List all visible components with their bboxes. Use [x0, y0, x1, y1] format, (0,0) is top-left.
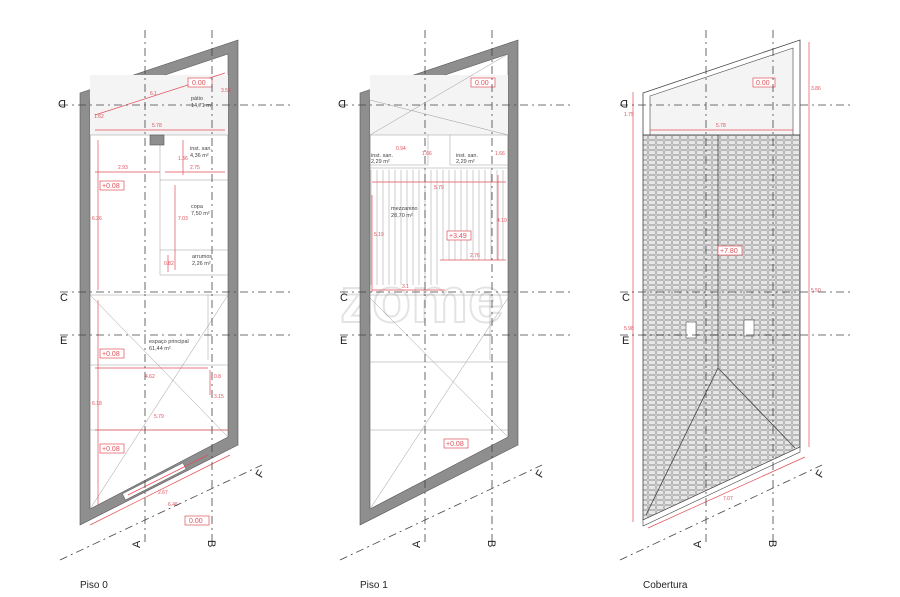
grid-labels: D C E A B F D C E A B F D C E A B F: [58, 97, 828, 548]
label-grid-labels-B: B: [766, 540, 778, 547]
label-piso0-dims-10: 4.62: [145, 374, 155, 380]
label-piso0-dims-4: 2.93: [118, 165, 128, 171]
label-piso0-rooms-arrumos-area: 2,26 m²: [192, 261, 211, 267]
room-labels: pátio 14,71 m² inst. san. 4,36 m² copa 7…: [149, 96, 213, 352]
room-inst-san-1: inst. san.: [371, 153, 393, 159]
label-grid-labels-E: E: [622, 335, 629, 347]
label-piso1-dims-5: 4.19: [497, 218, 507, 224]
label-grid-labels-A: A: [411, 540, 423, 548]
label-piso1-levels-1: +3.49: [449, 233, 467, 240]
label-piso0-dims-13: 5.79: [154, 414, 164, 420]
label-piso1-rooms-mezzanino-area: 28,70 m²: [391, 213, 413, 219]
label-piso0-levels-2: +0.08: [102, 351, 120, 358]
label-piso0-rooms-copa-area: 7,50 m²: [191, 211, 210, 217]
skylight: [685, 321, 697, 339]
label-piso0-levels-4: 0.00: [189, 518, 203, 525]
entrance-door: [121, 462, 187, 501]
label-piso0-dims-14: 6.18: [92, 401, 102, 407]
label-cobertura-dims-2: 1.75: [624, 112, 634, 118]
label-piso1-rooms-inst-san-1-area: 2,29 m²: [371, 159, 390, 165]
label-piso0-dims-15: 2.67: [158, 490, 168, 496]
label-grid-labels-C: C: [60, 292, 68, 304]
label-piso1-levels-2: +0.08: [446, 441, 464, 448]
label-piso0-dims-16: 6.46: [168, 502, 178, 508]
label-grid-labels-D: D: [338, 97, 346, 109]
label-grid-labels-D: D: [620, 97, 628, 109]
label-piso1-dims-4: 5.19: [374, 232, 384, 238]
column: [149, 134, 165, 146]
label-piso1-rooms-inst-san-2-area: 2,29 m²: [456, 159, 475, 165]
label-grid-labels-F: F: [814, 468, 828, 480]
label-grid-labels-D: D: [58, 97, 66, 109]
label-piso0-dims-12: 3.15: [214, 394, 224, 400]
label-piso1-dims-7: 3.1: [402, 284, 409, 290]
grid-axes: D C E A B F D C E A B F D C E A B F: [58, 30, 850, 561]
label-piso0-dims-9: 0.82: [164, 261, 174, 267]
label-piso1-dims-3: 5.79: [434, 185, 444, 191]
label-piso1-dims-6: 2.76: [470, 253, 480, 259]
level-markers: 0.00 +0.08 +0.08 +0.08 0.00: [99, 77, 213, 526]
label-cobertura-dims-4: 5.98: [624, 326, 634, 332]
label-grid-labels-C: C: [622, 292, 630, 304]
label-grid-labels-C: C: [340, 292, 348, 304]
level-markers: 0.00 +3.49 +0.08: [443, 77, 496, 449]
label-piso0-dims-0: 6.1: [150, 91, 157, 97]
room-mezzanino: mezzanino: [391, 206, 418, 212]
label-piso1-dims-0: 0.94: [396, 146, 406, 152]
label-piso0-rooms-espaco-area: 61,44 m²: [149, 346, 171, 352]
plan-title: Piso 1: [360, 580, 388, 591]
label-piso0-dims-7: 6.26: [92, 216, 102, 222]
label-piso0-rooms-patio-area: 14,71 m²: [191, 103, 213, 109]
skylight: [743, 319, 755, 337]
label-grid-labels-E: E: [340, 335, 347, 347]
label-grid-labels-F: F: [534, 468, 548, 480]
label-cobertura-dims-5: 7.07: [723, 496, 733, 502]
room-arrumos: arrumos: [192, 254, 212, 260]
room-patio: pátio: [191, 96, 203, 102]
label-piso0-dims-2: 3.52: [221, 88, 231, 94]
label-piso0-levels-1: +0.08: [102, 183, 120, 190]
label-cobertura-dims-1: 3.86: [811, 86, 821, 92]
label-piso0-dims-5: 2.75: [190, 165, 200, 171]
label-piso0-rooms-inst-san-area: 4,36 m²: [190, 153, 209, 159]
dimension-labels: 5.78 3.86 1.75 5.50 5.98 7.07: [624, 86, 821, 502]
label-grid-labels-B: B: [485, 540, 497, 547]
label-piso1-levels-0: 0.00: [475, 80, 489, 87]
label-grid-labels-F: F: [254, 468, 268, 480]
label-piso0-dims-11: 0.8: [214, 374, 221, 380]
label-piso0-dims-8: 7.03: [178, 216, 188, 222]
room-copa: copa: [191, 204, 204, 210]
label-grid-labels-E: E: [60, 335, 67, 347]
label-cobertura-dims-0: 5.78: [716, 123, 726, 129]
room-espaco-principal: espaço principal: [149, 339, 189, 345]
plan-title: Cobertura: [643, 580, 688, 591]
plan-piso-1: 0.94 1.66 1.66 5.79 5.19 4.19 2.76 3.1 i…: [359, 39, 519, 591]
dimension-labels: 0.94 1.66 1.66 5.79 5.19 4.19 2.76 3.1: [374, 146, 507, 290]
label-cobertura-dims-3: 5.50: [811, 288, 821, 294]
label-piso1-dims-1: 1.66: [422, 151, 432, 157]
label-grid-labels-A: A: [131, 540, 143, 548]
label-grid-labels-A: A: [692, 540, 704, 548]
label-piso0-dims-1: 5.78: [152, 123, 162, 129]
room-inst-san: inst. san.: [190, 146, 212, 152]
label-grid-labels-B: B: [205, 540, 217, 547]
label-piso0-levels-0: 0.00: [192, 80, 206, 87]
plan-cobertura: 5.78 3.86 1.75 5.50 5.98 7.07 0.00 +7.80…: [624, 39, 821, 591]
room-inst-san-2: inst. san.: [456, 153, 478, 159]
dimension-labels: 6.1 5.78 3.52 1.62 2.93 2.75 1.36 6.26 7…: [92, 88, 231, 508]
label-piso0-dims-3: 1.62: [94, 114, 104, 120]
plan-title: Piso 0: [80, 580, 108, 591]
label-cobertura-levels-0: 0.00: [756, 80, 770, 87]
level-markers: 0.00 +7.80: [717, 77, 776, 256]
room-labels: inst. san. 2,29 m² inst. san. 2,29 m² me…: [371, 153, 478, 219]
label-cobertura-levels-1: +7.80: [720, 248, 738, 255]
label-piso1-dims-2: 1.66: [495, 151, 505, 157]
label-piso0-dims-6: 1.36: [178, 156, 188, 162]
plan-piso-0: 6.1 5.78 3.52 1.62 2.93 2.75 1.36 6.26 7…: [79, 39, 239, 591]
label-piso0-levels-3: +0.08: [102, 446, 120, 453]
